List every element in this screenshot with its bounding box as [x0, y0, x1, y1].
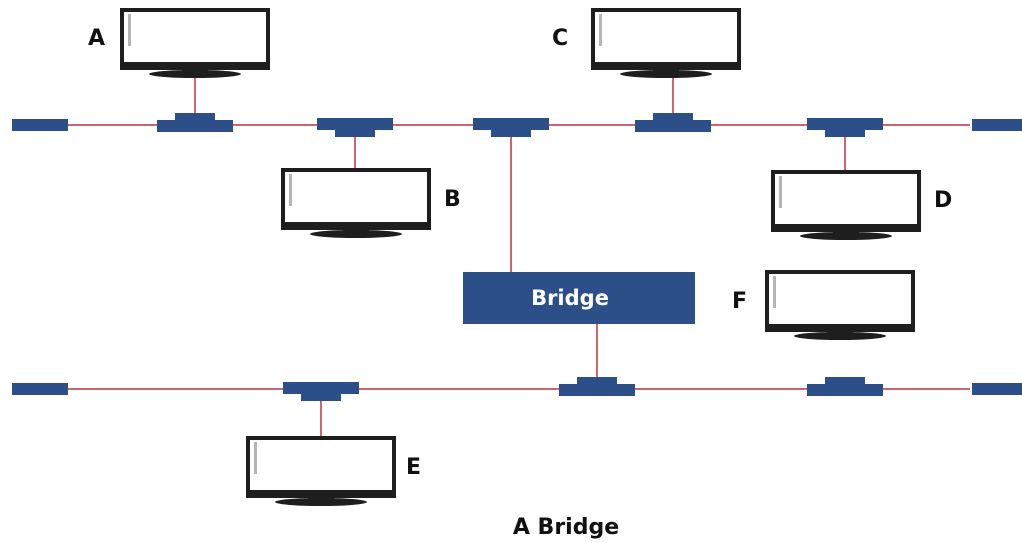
- bottom-terminator-right: [972, 383, 1022, 395]
- bridge-label: Bridge: [531, 286, 609, 310]
- tap-bridge-bottom: [559, 377, 635, 396]
- bottom-terminator-left: [12, 383, 68, 395]
- computer-d-monitor: [771, 170, 921, 242]
- node-label-c: C: [552, 26, 568, 51]
- tap-bridge-top: [473, 118, 549, 137]
- node-label-d: D: [934, 188, 952, 213]
- node-label-b: B: [444, 187, 461, 212]
- node-label-f: F: [732, 289, 747, 314]
- node-label-e: E: [406, 455, 421, 480]
- tap-c: [635, 113, 711, 132]
- computer-b-monitor: [281, 168, 431, 240]
- tap-e: [283, 382, 359, 401]
- tap-d: [807, 118, 883, 137]
- tap-a: [157, 113, 233, 132]
- bridge-device: Bridge: [463, 272, 695, 324]
- computer-e-monitor: [246, 436, 396, 508]
- tap-b: [317, 118, 393, 137]
- top-terminator-left: [12, 119, 68, 131]
- computer-a-monitor: [120, 8, 270, 80]
- top-lan-segment: [12, 8, 1022, 272]
- diagram-caption: A Bridge: [513, 515, 619, 540]
- computer-f-monitor: [765, 270, 915, 342]
- computer-c-monitor: [591, 8, 741, 80]
- node-label-a: A: [88, 26, 105, 51]
- bottom-lan-segment: [12, 377, 1022, 508]
- tap-spare: [807, 377, 883, 396]
- bridge-box: [463, 272, 695, 324]
- top-terminator-right: [972, 119, 1022, 131]
